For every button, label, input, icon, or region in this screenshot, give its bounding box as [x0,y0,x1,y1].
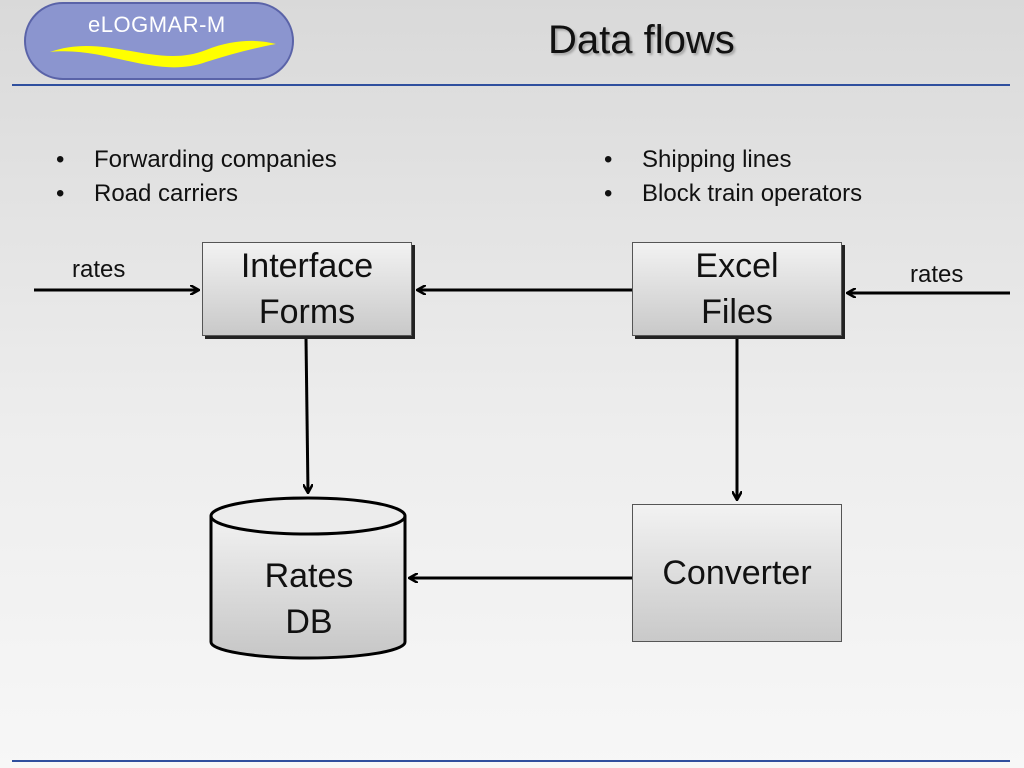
excel-files-node: Excel Files [632,242,842,336]
list-item: Forwarding companies [56,143,337,177]
list-item: Block train operators [604,177,862,211]
elogmar-logo: eLOGMAR-M [24,2,294,80]
rates-input-label-left: rates [72,256,126,283]
interface-forms-node: Interface Forms [202,242,412,336]
converter-label: Converter [662,554,812,592]
list-item: Road carriers [56,177,337,211]
list-item: Shipping lines [604,143,862,177]
logo-swoosh [50,40,276,68]
top-divider [12,84,1010,86]
right-bullet-list: Shipping lines Block train operators [604,143,862,211]
interface-forms-label: Interface Forms [240,247,374,331]
bottom-divider [12,760,1010,762]
excel-files-label: Excel Files [695,247,779,331]
converter-node: Converter [632,504,842,642]
rates-input-label-right: rates [910,261,964,288]
page-title: Data flows [548,18,735,62]
logo-text: eLOGMAR-M [88,12,226,37]
rates-db-cylinder [209,496,407,660]
left-bullet-list: Forwarding companies Road carriers [56,143,337,211]
rates-db-label: Rates DB [264,557,354,641]
arrow-interface-to-db [306,337,308,492]
